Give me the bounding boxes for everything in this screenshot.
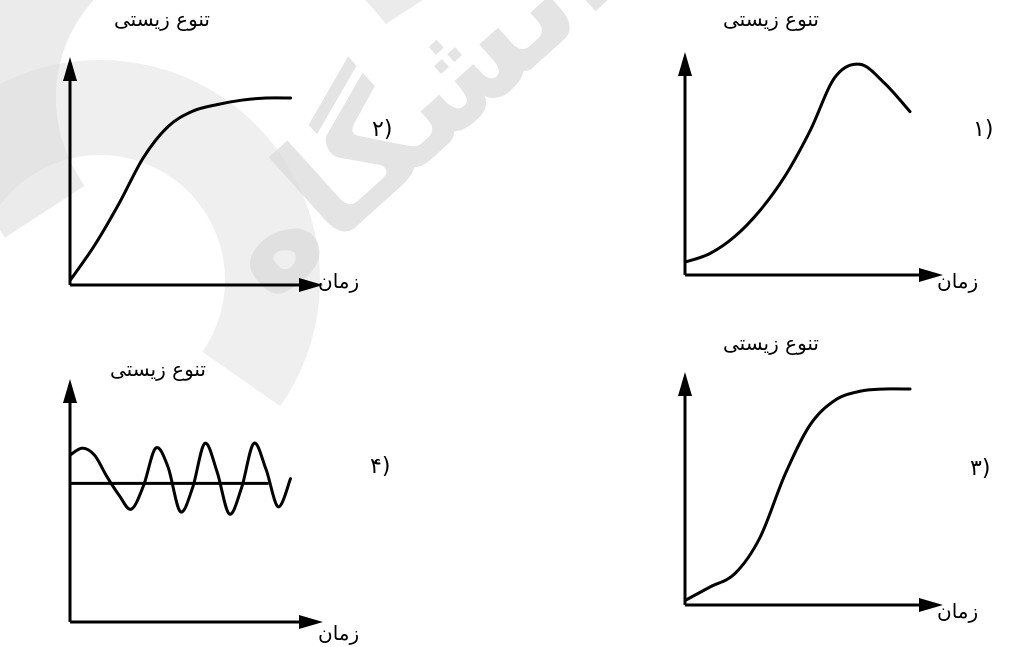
chart-svg-4	[63, 379, 323, 629]
diversity-curve	[683, 387, 912, 602]
diversity-curve	[68, 96, 292, 283]
x-axis-arrow	[919, 598, 943, 612]
x-axis-arrow	[919, 268, 943, 282]
y-axis-label-1: تنوع زیستی	[723, 7, 819, 31]
option-number-1: (۱	[973, 117, 994, 142]
y-axis-arrow	[678, 52, 692, 76]
y-axis-label-3: تنوع زیستی	[723, 331, 819, 355]
y-axis-label-2: تنوع زیستی	[114, 7, 210, 31]
chart-option-3: (۳ تنوع زیستی زمان	[635, 330, 990, 630]
diversity-curve	[68, 441, 292, 516]
y-axis-arrow	[63, 379, 77, 403]
option-number-3: (۳	[970, 456, 991, 481]
chart-option-1: (۱ تنوع زیستی زمان	[635, 0, 993, 300]
x-axis-arrow	[299, 278, 323, 292]
option-number-4: (۴	[370, 454, 391, 479]
option-number-2: (۲	[372, 117, 393, 142]
x-axis-label-3: زمان	[937, 599, 979, 623]
x-axis-label-2: زمان	[318, 269, 360, 293]
chart-option-4: (۴ تنوع زیستی زمان	[18, 330, 390, 644]
chart-svg-2	[63, 57, 323, 292]
x-axis-arrow	[299, 615, 323, 629]
x-axis-label-1: زمان	[937, 269, 979, 293]
y-axis-label-4: تنوع زیستی	[110, 357, 206, 381]
chart-svg-3	[678, 372, 943, 612]
x-axis-label-4: زمان	[318, 621, 360, 645]
y-axis-arrow	[678, 372, 692, 396]
diversity-curve	[683, 62, 912, 264]
y-axis-arrow	[63, 57, 77, 81]
chart-svg-1	[678, 52, 943, 282]
chart-option-2: (۲ تنوع زیستی زمان	[18, 0, 392, 300]
